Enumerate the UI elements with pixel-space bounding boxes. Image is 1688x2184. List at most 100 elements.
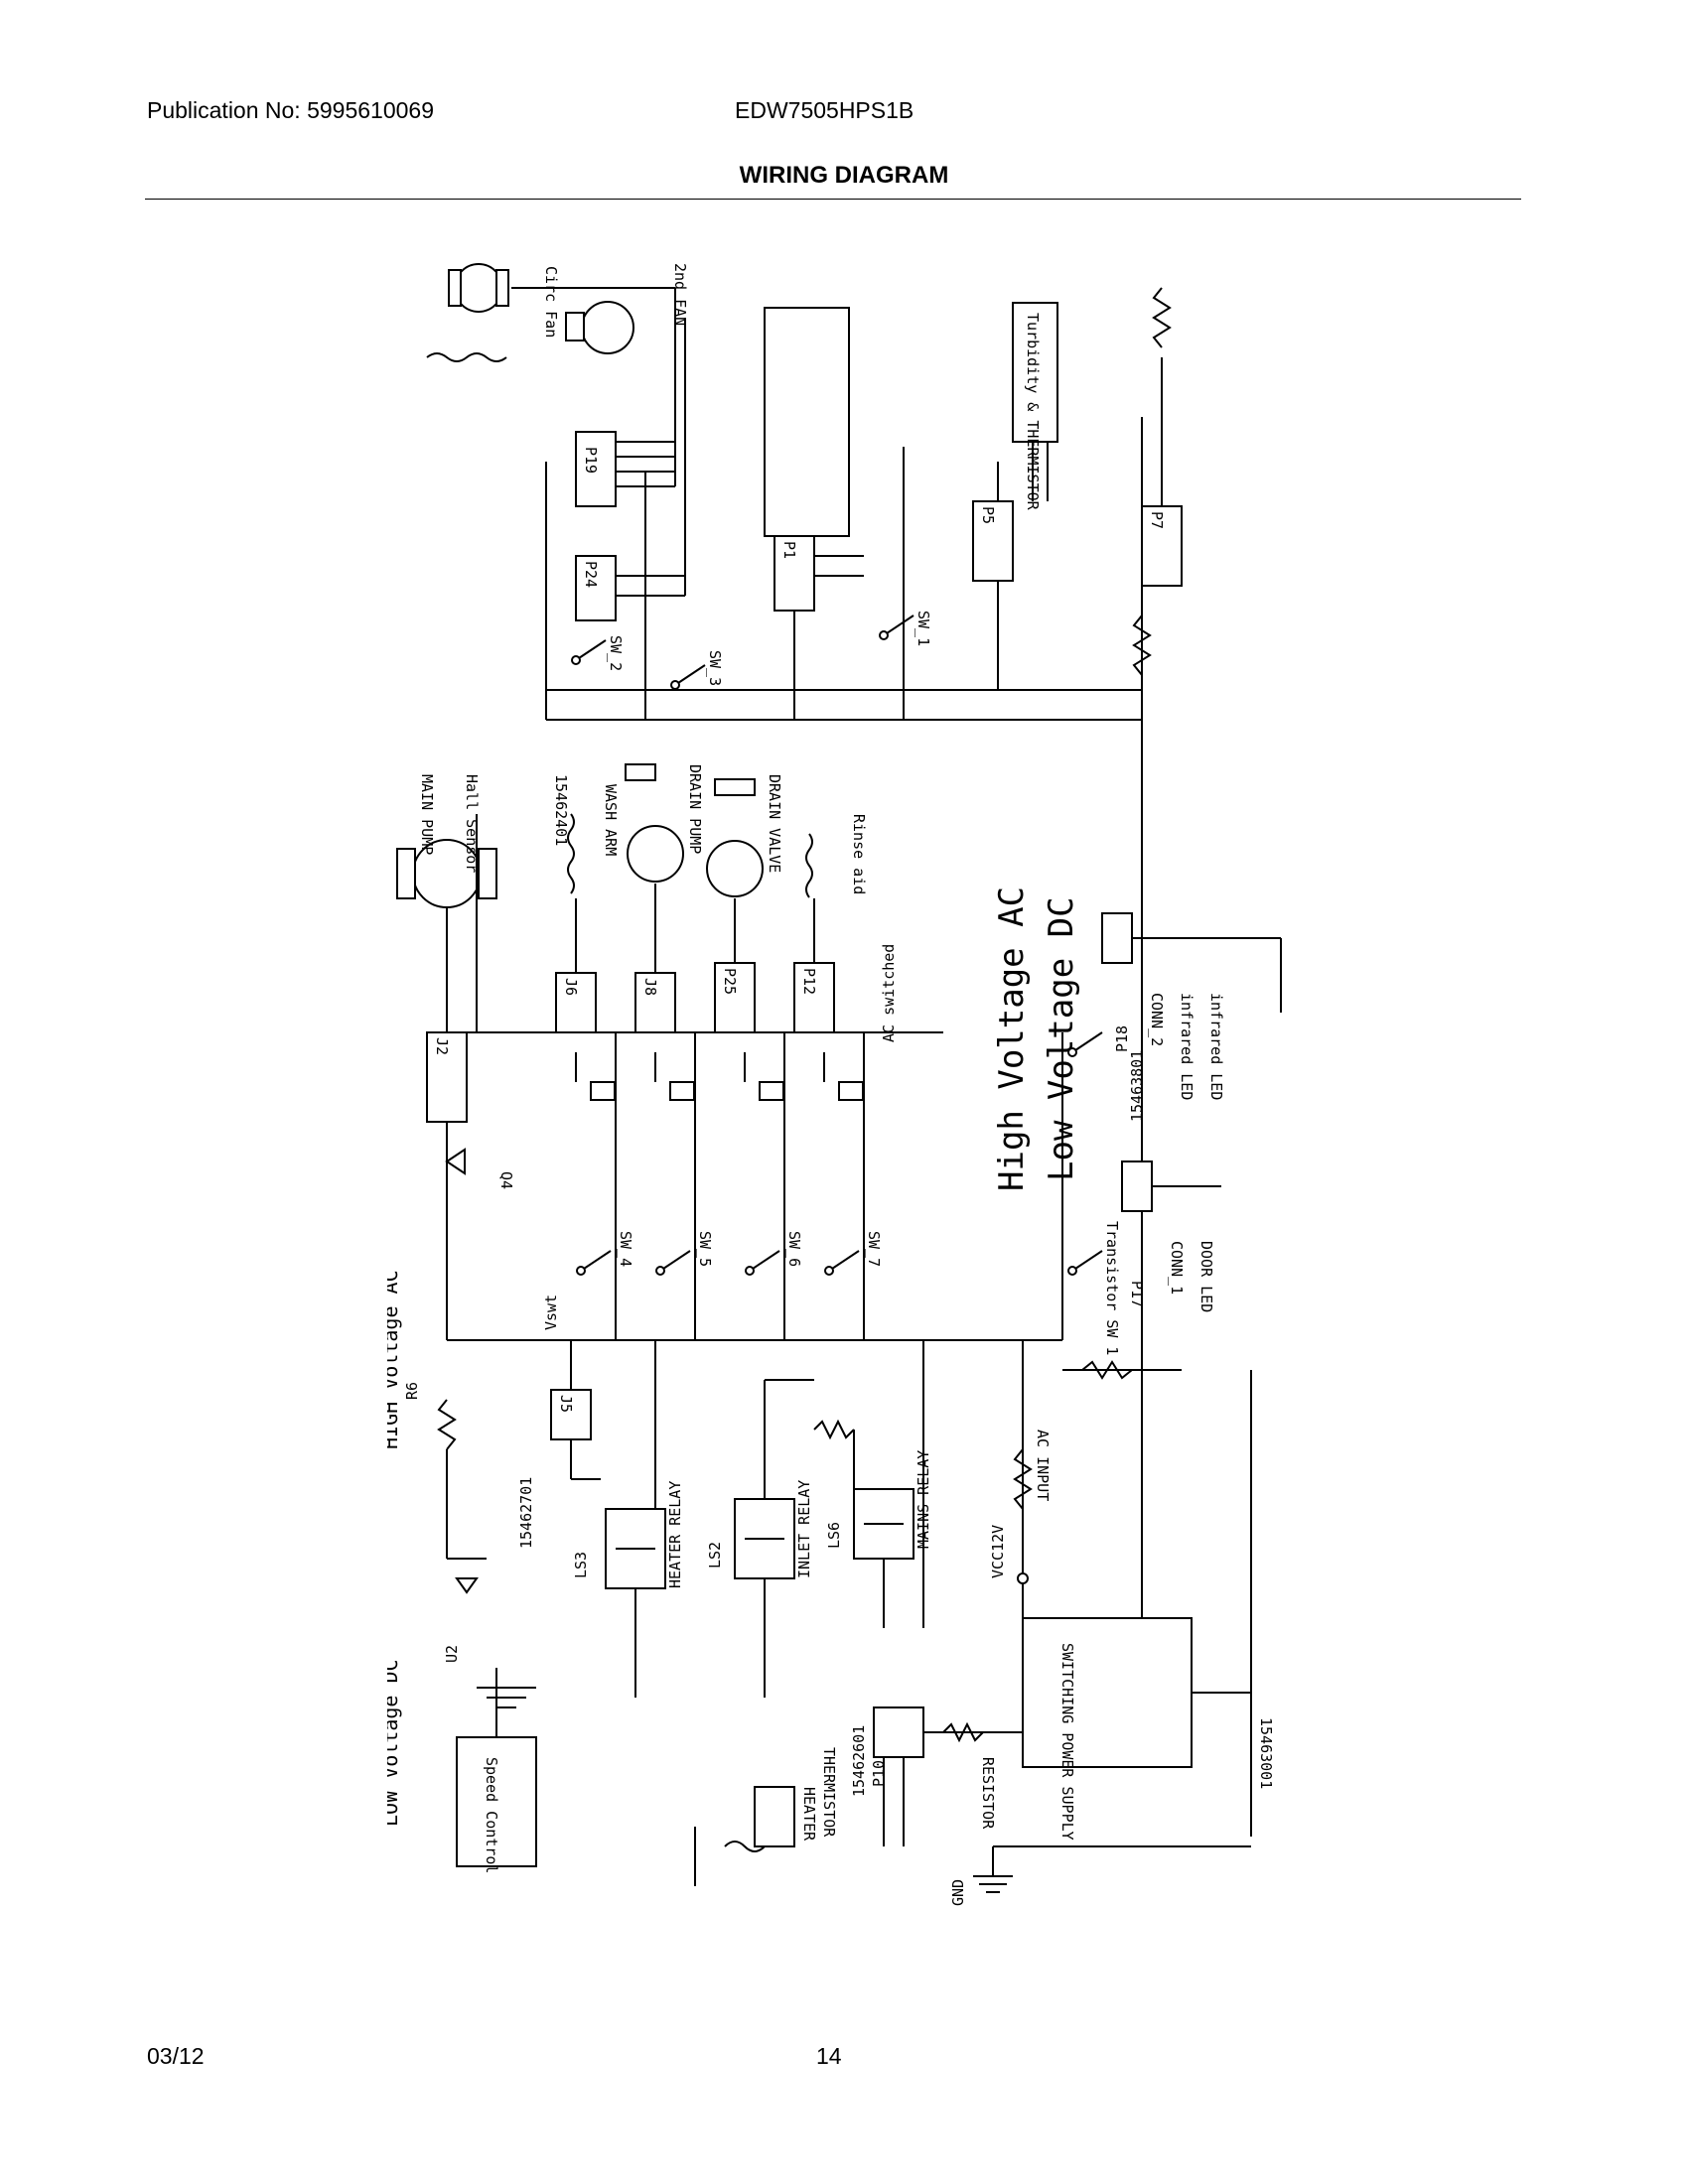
- heater-element: [754, 1786, 795, 1847]
- drain-pump-motor: [625, 763, 684, 883]
- infrared-led-2-label: infrared LED: [1207, 993, 1225, 1100]
- ac-switched-label: AC switched: [880, 944, 898, 1042]
- wash-arm-label: WASH ARM: [602, 784, 620, 856]
- connector-p17: P17: [1121, 1160, 1153, 1307]
- switch-sw4: SW_4: [576, 1231, 634, 1276]
- connector-p10: P10: [870, 1706, 924, 1787]
- drain-pump-label: DRAIN PUMP: [686, 764, 704, 854]
- high-voltage-ac-label: High Voltage AC: [992, 887, 1032, 1191]
- inlet-relay-label: INLET RELAY: [795, 1480, 813, 1578]
- vcc12v-label: VCC12V: [989, 1525, 1007, 1578]
- j2-label: J2: [433, 1037, 451, 1055]
- u2-label: U2: [443, 1645, 461, 1663]
- heater-relay-label: HEATER RELAY: [666, 1481, 684, 1588]
- wiring-diagram: P19 Circ Fan P24 2nd FAN P1 P5 Turbidity…: [387, 258, 1321, 1916]
- relay-k4: [823, 1052, 864, 1101]
- connector-j5: J5: [550, 1389, 592, 1440]
- footer-date: 03/12: [147, 2043, 205, 2069]
- resistor-label: RESISTOR: [979, 1757, 997, 1830]
- part-label-4: 15463801: [1128, 1050, 1146, 1122]
- switch-sw2: SW_2: [571, 635, 625, 671]
- part-label-3: 15462401: [552, 774, 570, 846]
- p7-label: P7: [1148, 511, 1166, 529]
- sw7-label: SW_7: [865, 1231, 883, 1267]
- connector-j8: J8: [634, 972, 676, 1033]
- speed-control-label: Speed Control: [483, 1757, 500, 1873]
- main-pump-label: MAIN PUMP: [418, 774, 436, 855]
- switching-power-supply-box: [1022, 1617, 1193, 1768]
- sw4-label: SW_4: [617, 1231, 634, 1267]
- switch-transistor-right-top: [1067, 1031, 1103, 1057]
- part-label-2: 15462601: [850, 1725, 868, 1797]
- psu-label: SWITCHING POWER SUPPLY: [1058, 1643, 1076, 1841]
- connector-p5: P5: [972, 500, 1014, 582]
- p19-label: P19: [582, 447, 600, 474]
- ls3-label: LS3: [572, 1552, 590, 1578]
- p24-label: P24: [582, 561, 600, 588]
- r6-label: R6: [403, 1382, 421, 1400]
- page-title: WIRING DIAGRAM: [739, 162, 949, 189]
- speed-control-box: [456, 1736, 537, 1867]
- connector-p24: P24: [575, 555, 617, 621]
- second-fan-label: 2nd FAN: [671, 263, 689, 326]
- conn2-label: CONN_2: [1148, 993, 1166, 1046]
- gnd-label: GND: [949, 1879, 967, 1906]
- relay-ls3: LS3: [572, 1508, 666, 1589]
- switch-sw7: SW_7: [824, 1231, 883, 1276]
- infrared-led-1-label: infrared LED: [1178, 993, 1196, 1100]
- hall-sensor-label: Hall Sensor: [463, 774, 481, 873]
- vswt-label: Vswt: [542, 1295, 560, 1330]
- switch-sw5: SW_5: [655, 1231, 714, 1276]
- publication-number: Publication No: 5995610069: [147, 97, 435, 123]
- connector-p7: P7: [1141, 505, 1183, 587]
- second-fan-motor: [565, 301, 634, 354]
- relay-k1: [575, 1052, 616, 1101]
- connector-p1: P1: [774, 535, 815, 612]
- connector-p18: P18: [1101, 912, 1133, 1052]
- p17-label: P17: [1128, 1281, 1146, 1307]
- switch-sw6: SW_6: [745, 1231, 803, 1276]
- switch-sw1: SW_1: [879, 611, 932, 646]
- conn1-label: CONN_1: [1168, 1241, 1186, 1295]
- p5-label: P5: [979, 506, 997, 524]
- switch-transistor-right: Transistor SW 1: [1067, 1221, 1121, 1355]
- relay-k3: [744, 1052, 784, 1101]
- j6-label: J6: [562, 978, 580, 996]
- model-number: EDW7505HPS1B: [735, 97, 914, 123]
- circ-fan-label: Circ Fan: [542, 266, 560, 338]
- p12-label: P12: [800, 968, 818, 995]
- page-number: 14: [816, 2043, 842, 2069]
- p25-label: P25: [721, 968, 739, 995]
- high-voltage-ac-left-label: HIGH Voltage AC: [387, 1270, 402, 1449]
- connector-p12: P12: [793, 962, 835, 1033]
- relay-ls6: LS6: [825, 1488, 914, 1560]
- thermistor-label: THERMISTOR: [820, 1747, 838, 1838]
- sw5-label: SW_5: [696, 1231, 714, 1267]
- ground-symbol: [973, 1846, 1013, 1893]
- connector-p25: P25: [714, 962, 756, 1033]
- circ-fan-motor: [448, 263, 509, 313]
- relay-k2: [654, 1052, 695, 1101]
- turbidity-sensor: [1012, 302, 1058, 443]
- pressure-sensor-box: [764, 307, 850, 537]
- sw1-label: SW_1: [914, 611, 932, 646]
- relay-ls2: LS2: [706, 1498, 795, 1579]
- header-divider: [145, 199, 1521, 200]
- sw3-label: SW_3: [706, 650, 724, 686]
- q4-label: Q4: [497, 1171, 515, 1189]
- sw6-label: SW_6: [785, 1231, 803, 1267]
- door-led-label: DOOR LED: [1197, 1241, 1215, 1312]
- j8-label: J8: [641, 978, 659, 996]
- part-label-1: 15462701: [517, 1477, 535, 1549]
- ac-input-label: AC INPUT: [1034, 1430, 1052, 1501]
- drain-valve-motor: [706, 778, 764, 897]
- ls2-label: LS2: [706, 1542, 724, 1569]
- switch-sw3: SW_3: [670, 650, 724, 690]
- psu-part-label: 15463001: [1257, 1717, 1275, 1789]
- turbidity-label: Turbidity & THERMISTOR: [1024, 313, 1042, 511]
- j5-label: J5: [557, 1395, 575, 1413]
- optocoupler-u2: U2: [443, 1577, 479, 1663]
- main-pump-motor: [396, 839, 497, 908]
- p18-label: P18: [1113, 1025, 1131, 1052]
- p1-label: P1: [780, 541, 798, 559]
